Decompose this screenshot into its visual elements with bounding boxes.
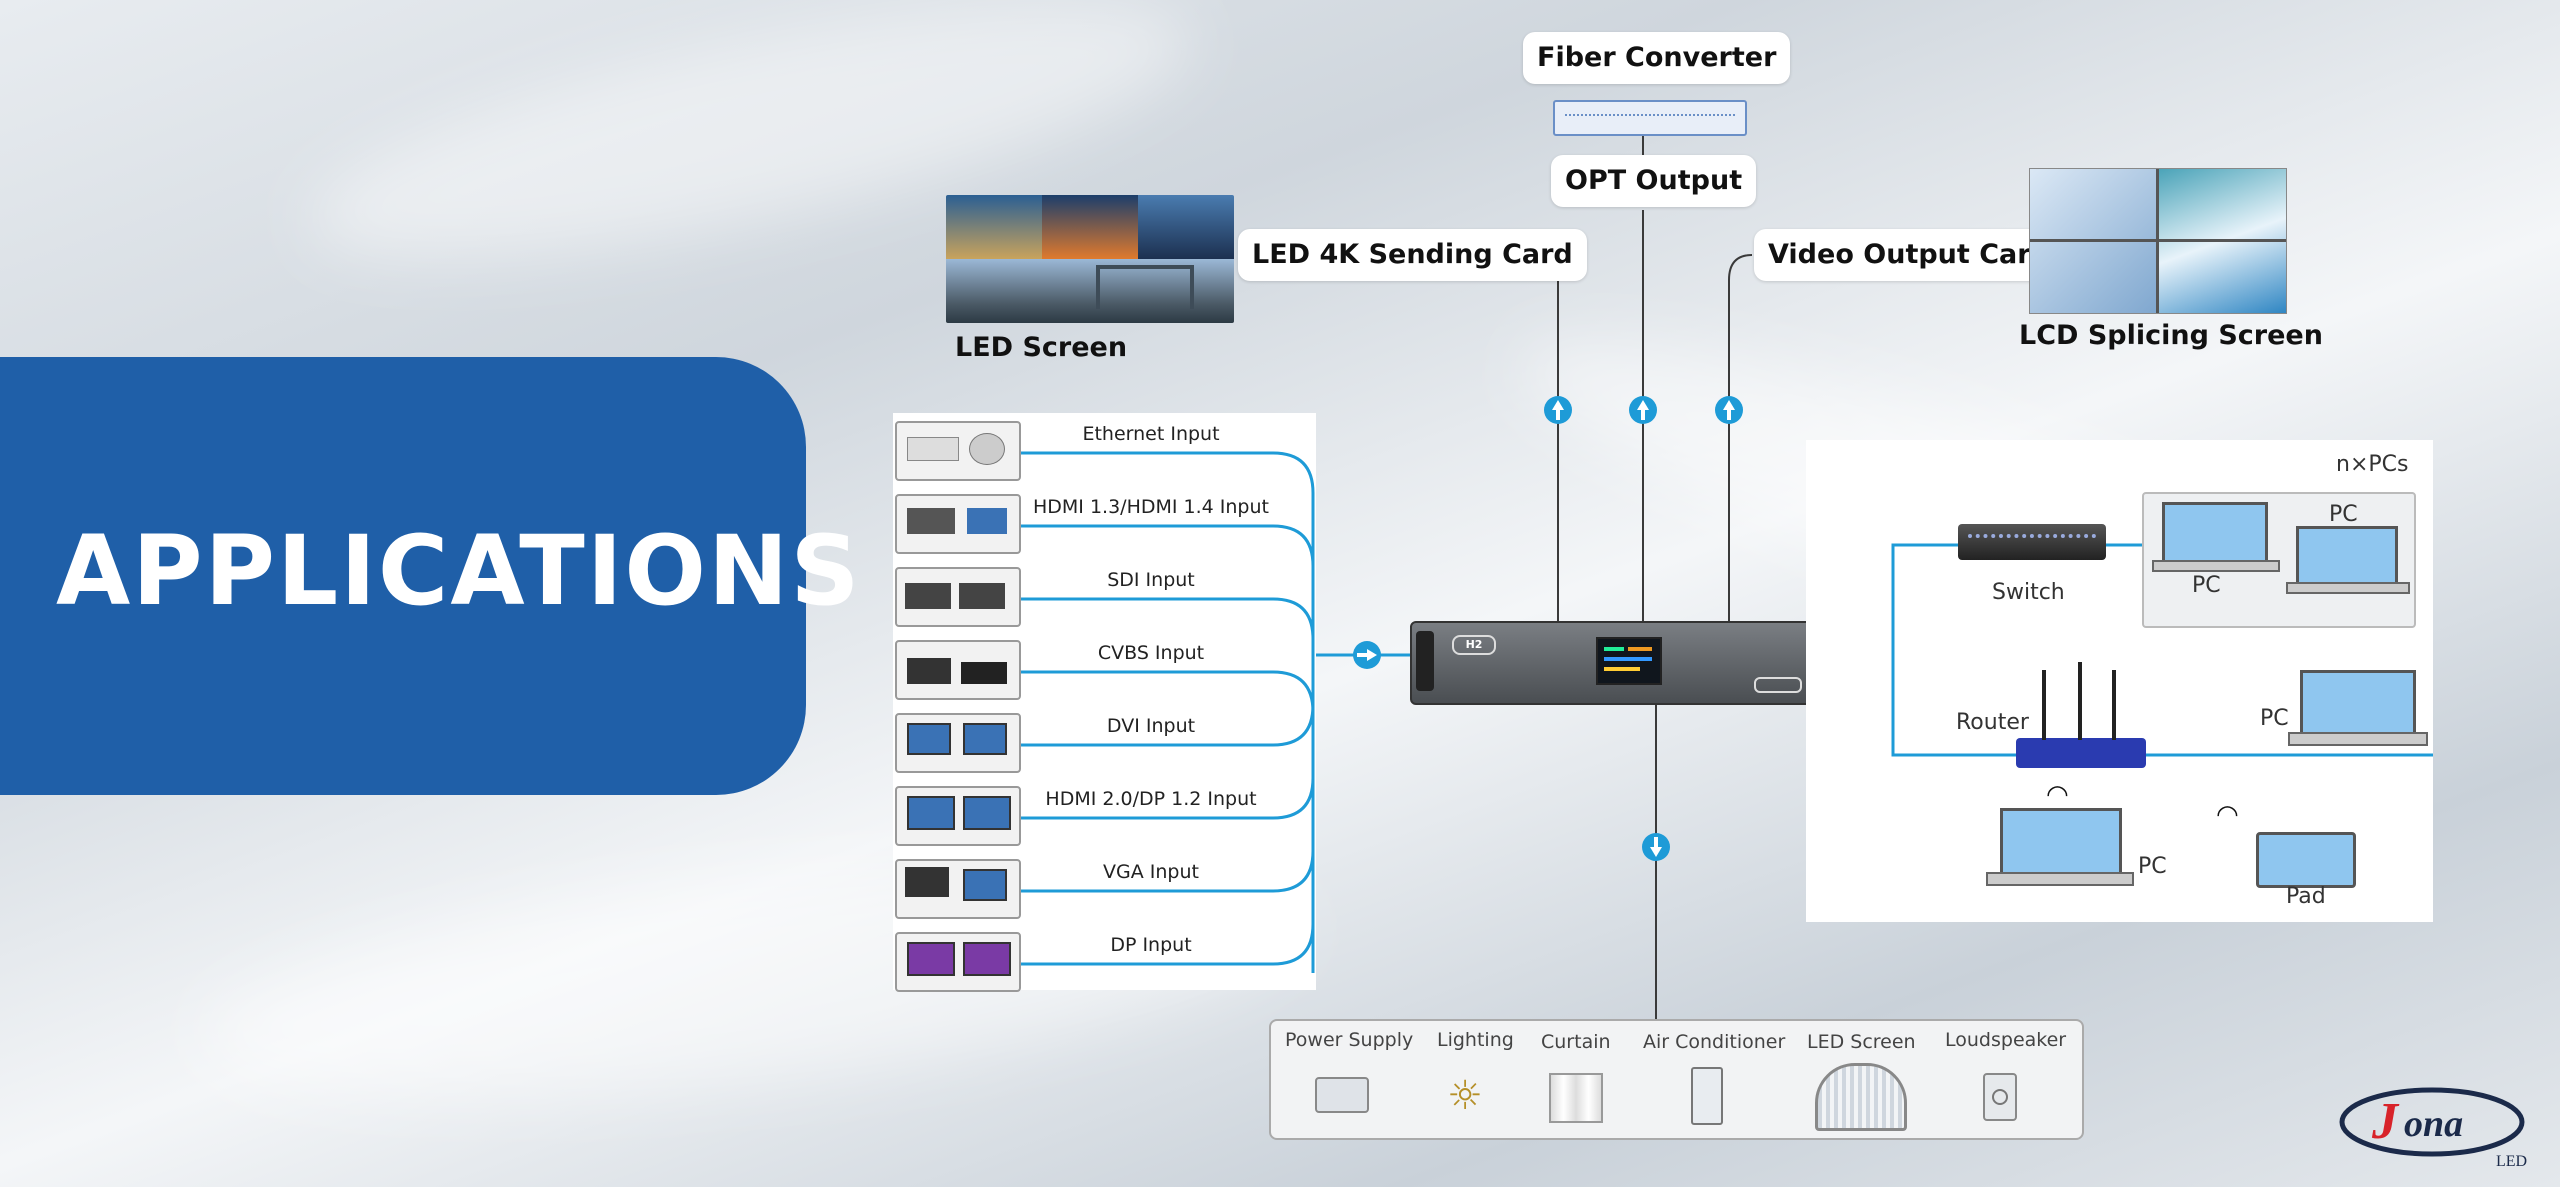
- input-panel: Ethernet Input HDMI 1.3/HDMI 1.4 Input S…: [893, 413, 1316, 992]
- laptop-icon: [2300, 670, 2416, 736]
- loudspeaker-icon: [1983, 1073, 2017, 1121]
- pc-label: PC: [2138, 854, 2167, 879]
- input-label: HDMI 2.0/DP 1.2 Input: [1045, 788, 1257, 810]
- air-conditioner-icon: [1691, 1067, 1723, 1125]
- input-label: DP Input: [1110, 934, 1192, 956]
- input-label: DVI Input: [1106, 715, 1196, 737]
- npcs-label: n×PCs: [2336, 452, 2409, 477]
- device-label: LED Screen: [1807, 1031, 1916, 1053]
- hdmi2-thumb: [895, 786, 1021, 846]
- device-label: Lighting: [1437, 1029, 1514, 1051]
- device-label: Loudspeaker: [1945, 1029, 2067, 1051]
- input-label: CVBS Input: [1097, 642, 1205, 664]
- dvi-thumb: [895, 713, 1021, 773]
- camera-thumb: [895, 421, 1021, 481]
- pc-label: PC: [2260, 706, 2289, 731]
- input-bus-lines: [1018, 451, 1315, 973]
- led-screen-caption: LED Screen: [955, 332, 1128, 363]
- device-label: Curtain: [1541, 1031, 1611, 1053]
- devices-panel: Power Supply Lighting Curtain Air Condit…: [1269, 1019, 2084, 1140]
- processor-display: [1596, 637, 1662, 685]
- router-icon: [2016, 738, 2146, 768]
- network-panel: n×PCs PC PC Switch Router PC PC ◠ ◠ Pad: [1806, 440, 2433, 922]
- banner-title: APPLICATIONS: [56, 515, 862, 627]
- dp-thumb: [895, 932, 1021, 992]
- input-label: HDMI 1.3/HDMI 1.4 Input: [1033, 496, 1269, 518]
- lightbulb-icon: ☼: [1447, 1073, 1483, 1119]
- power-supply-icon: [1315, 1077, 1369, 1113]
- pad-label: Pad: [2286, 884, 2326, 909]
- device-label: Air Conditioner: [1643, 1031, 1786, 1053]
- tablet-icon: [2256, 832, 2356, 888]
- led-screen-icon: [1815, 1063, 1907, 1131]
- pc-label: PC: [2192, 573, 2221, 598]
- switch-icon: [1958, 524, 2106, 560]
- input-label: Ethernet Input: [1082, 423, 1220, 445]
- up-arrow-icon: [1544, 396, 1572, 424]
- cvbs-thumb: [895, 640, 1021, 700]
- fiber-converter-label: Fiber Converter: [1523, 32, 1791, 84]
- opt-output-label: OPT Output: [1551, 155, 1757, 207]
- input-label: SDI Input: [1107, 569, 1195, 591]
- video-output-card-label: Video Output Card: [1754, 229, 2064, 281]
- down-arrow-icon: [1642, 833, 1670, 861]
- laptop-icon: [2000, 808, 2122, 876]
- laptop-icon: [2162, 502, 2268, 564]
- jona-logo: J ona LED: [2336, 1072, 2536, 1172]
- switch-label: Switch: [1992, 580, 2065, 605]
- lcd-splicing-screen-image: [2029, 168, 2287, 314]
- fiber-converter-device: [1553, 100, 1747, 136]
- up-arrow-icon: [1715, 396, 1743, 424]
- laptop-icon: [2296, 526, 2398, 586]
- svg-text:ona: ona: [2404, 1103, 2463, 1145]
- curtain-icon: [1549, 1073, 1603, 1123]
- svg-text:LED: LED: [2496, 1153, 2527, 1170]
- wifi-icon: ◠: [2046, 780, 2069, 810]
- vga-thumb: [895, 859, 1021, 919]
- processor-brand: H2: [1452, 635, 1496, 655]
- up-arrow-icon: [1629, 396, 1657, 424]
- svg-text:J: J: [2371, 1093, 2400, 1150]
- lcd-splicing-screen-caption: LCD Splicing Screen: [2019, 320, 2323, 351]
- logo-mark: J ona LED: [2339, 1087, 2527, 1170]
- input-label: VGA Input: [1103, 861, 1199, 883]
- network-lines: [1891, 543, 2433, 757]
- device-label: Power Supply: [1285, 1029, 1414, 1051]
- video-processor: H2: [1410, 621, 1844, 705]
- router-label: Router: [1956, 710, 2029, 735]
- hdmi-thumb: [895, 494, 1021, 554]
- right-arrow-icon: [1353, 641, 1381, 669]
- wifi-icon: ◠: [2216, 800, 2239, 830]
- led-screen-image: [946, 195, 1234, 323]
- applications-banner: APPLICATIONS: [0, 357, 860, 795]
- sdi-thumb: [895, 567, 1021, 627]
- pc-label: PC: [2329, 502, 2358, 527]
- led-sending-card-label: LED 4K Sending Card: [1238, 229, 1587, 281]
